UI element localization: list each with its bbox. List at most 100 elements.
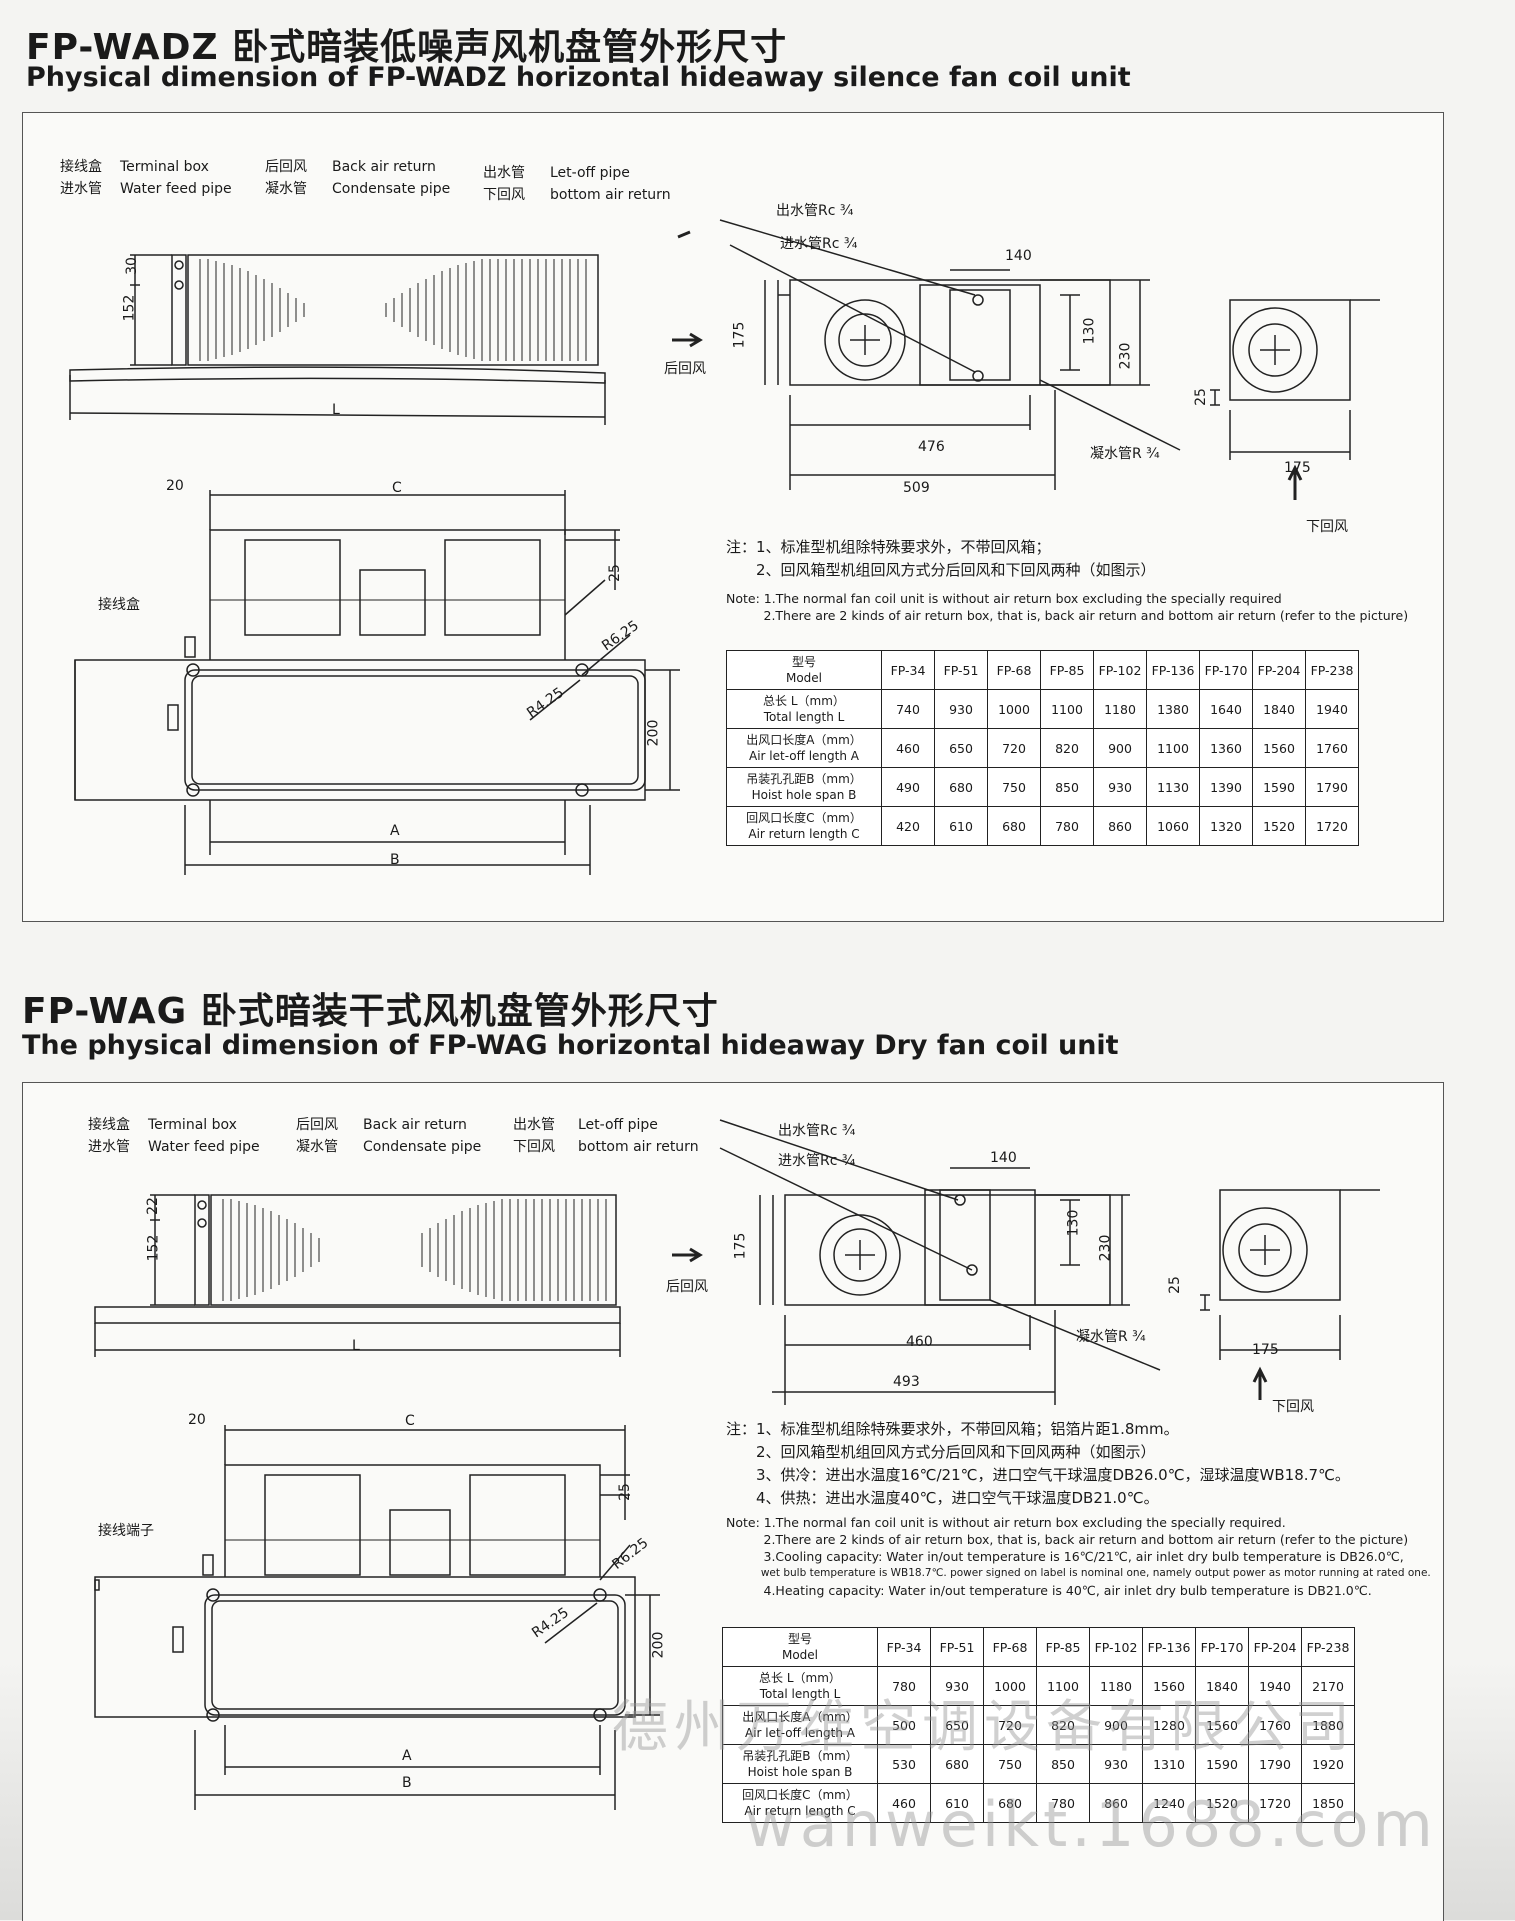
- dim-130: 130: [1065, 1209, 1082, 1237]
- legend-back-air-en: Back air return: [332, 159, 436, 175]
- section2-title-zh: FP-WAG 卧式暗装干式风机盘管外形尺寸: [22, 991, 719, 1032]
- table-cell: 1880: [1301, 1705, 1355, 1745]
- dim-175: 175: [731, 321, 748, 349]
- table-cell: 1000: [983, 1666, 1037, 1706]
- note-zh-4: 4、供热：进出水温度40℃，进口空气干球温度DB21.0℃。: [726, 1489, 1159, 1507]
- table-cell: 780: [1036, 1783, 1090, 1823]
- table-row: 回风口长度C（mm）Air return length C 460 610 68…: [722, 1783, 1355, 1823]
- dim-20: 20: [166, 478, 184, 494]
- table-cell: 610: [930, 1783, 984, 1823]
- dim-230: 230: [1097, 1234, 1114, 1262]
- table-cell: 850: [1040, 767, 1094, 807]
- legend-condensate-zh: 凝水管: [265, 181, 307, 197]
- table-cell: 900: [1089, 1705, 1143, 1745]
- model-cell: FP-68: [987, 650, 1041, 690]
- dim-25b: 25: [1192, 388, 1209, 406]
- dim-25: 25: [616, 1483, 633, 1501]
- legend-terminal-box-en: Terminal box: [148, 1117, 237, 1133]
- table-cell: 610: [934, 806, 988, 846]
- legend-condensate-zh: 凝水管: [296, 1139, 338, 1155]
- legend-letoff-zh: 出水管: [513, 1117, 555, 1133]
- model-cell: FP-34: [877, 1627, 931, 1667]
- dim-493: 493: [893, 1374, 920, 1390]
- table-cell: 930: [930, 1666, 984, 1706]
- note-zh-2: 2、回风箱型机组回风方式分后回风和下回风两种（如图示）: [726, 561, 1156, 579]
- section1-notes: 注：1、标准型机组除特殊要求外，不带回风箱； 2、回风箱型机组回风方式分后回风和…: [726, 536, 1408, 624]
- dim-140: 140: [1005, 248, 1032, 264]
- table-cell: 1060: [1146, 806, 1200, 846]
- table-cell: 1380: [1146, 689, 1200, 729]
- table-cell: 680: [987, 806, 1041, 846]
- model-cell: FP-170: [1195, 1627, 1249, 1667]
- dim-130: 130: [1081, 317, 1098, 345]
- table-cell: 460: [881, 728, 935, 768]
- bottom-return-label: 下回风: [1272, 1399, 1314, 1415]
- table-cell: 490: [881, 767, 935, 807]
- model-cell: FP-34: [881, 650, 935, 690]
- table-cell: 1280: [1142, 1705, 1196, 1745]
- section1-top-view: [74, 490, 680, 875]
- table-cell: 1180: [1089, 1666, 1143, 1706]
- table-cell: 1720: [1248, 1783, 1302, 1823]
- table-cell: 720: [983, 1705, 1037, 1745]
- row-header: 出风口长度A（mm）Air let-off length A: [722, 1705, 878, 1745]
- table-row: 出风口长度A（mm）Air let-off length A 500 650 7…: [722, 1705, 1355, 1745]
- section2-title-en: The physical dimension of FP-WAG horizon…: [22, 1030, 1119, 1061]
- dim-476: 476: [918, 439, 945, 455]
- table-cell: 1920: [1301, 1744, 1355, 1784]
- legend-terminal-box-zh: 接线盒: [60, 159, 102, 175]
- note-en-1: Note: 1.The normal fan coil unit is with…: [726, 591, 1282, 606]
- coil-fins: [199, 259, 587, 361]
- table-cell: 1520: [1195, 1783, 1249, 1823]
- dim-460: 460: [906, 1334, 933, 1350]
- legend-bottom-air-zh: 下回风: [483, 187, 525, 203]
- table-cell: 1560: [1252, 728, 1306, 768]
- row-header: 吊装孔孔距B（mm）Hoist hole span B: [726, 767, 882, 807]
- dim-152: 152: [145, 1234, 162, 1262]
- table-cell: 530: [877, 1744, 931, 1784]
- table-cell: 1590: [1195, 1744, 1249, 1784]
- legend-letoff-zh: 出水管: [483, 165, 525, 181]
- table-cell: 780: [1040, 806, 1094, 846]
- coil-fins: [222, 1199, 607, 1301]
- table-cell: 1790: [1248, 1744, 1302, 1784]
- dim-200: 200: [650, 1631, 667, 1659]
- section1-side-view: [69, 254, 606, 425]
- dim-175: 175: [732, 1232, 749, 1260]
- dim-L: L: [352, 1338, 360, 1354]
- dim-230: 230: [1117, 342, 1134, 370]
- model-cell: FP-170: [1199, 650, 1253, 690]
- table-cell: 860: [1089, 1783, 1143, 1823]
- model-cell: FP-102: [1089, 1627, 1143, 1667]
- table-cell: 500: [877, 1705, 931, 1745]
- dim-175b: 175: [1252, 1342, 1279, 1358]
- legend-terminal-box-en: Terminal box: [120, 159, 209, 175]
- dim-140: 140: [990, 1150, 1017, 1166]
- legend-water-feed-en: Water feed pipe: [148, 1139, 260, 1155]
- table-cell: 1720: [1305, 806, 1359, 846]
- table-cell: 680: [930, 1744, 984, 1784]
- note-en-2: 2.There are 2 kinds of air return box, t…: [726, 608, 1409, 623]
- table-cell: 1390: [1199, 767, 1253, 807]
- table-cell: 1100: [1036, 1666, 1090, 1706]
- legend-letoff-en: Let-off pipe: [550, 165, 630, 181]
- row-header: 回风口长度C（mm）Air return length C: [726, 806, 882, 846]
- table-cell: 1640: [1199, 689, 1253, 729]
- model-cell: FP-51: [930, 1627, 984, 1667]
- bottom-return-label: 下回风: [1306, 519, 1348, 535]
- inlet-pipe-label: 进水管Rc ¾: [778, 1153, 856, 1169]
- model-cell: FP-85: [1036, 1627, 1090, 1667]
- dim-30: 30: [123, 257, 140, 275]
- table-cell: 2170: [1301, 1666, 1355, 1706]
- table-cell: 900: [1093, 728, 1147, 768]
- row-header: 出风口长度A（mm）Air let-off length A: [726, 728, 882, 768]
- table-cell: 1310: [1142, 1744, 1196, 1784]
- table-cell: 1560: [1195, 1705, 1249, 1745]
- dim-C: C: [392, 480, 402, 496]
- note-zh-2: 2、回风箱型机组回风方式分后回风和下回风两种（如图示）: [726, 1443, 1156, 1461]
- table-cell: 1000: [987, 689, 1041, 729]
- table-cell: 460: [877, 1783, 931, 1823]
- legend-bottom-air-en: bottom air return: [550, 187, 671, 203]
- back-return-label: 后回风: [664, 361, 706, 377]
- row-header: 回风口长度C（mm）Air return length C: [722, 1783, 878, 1823]
